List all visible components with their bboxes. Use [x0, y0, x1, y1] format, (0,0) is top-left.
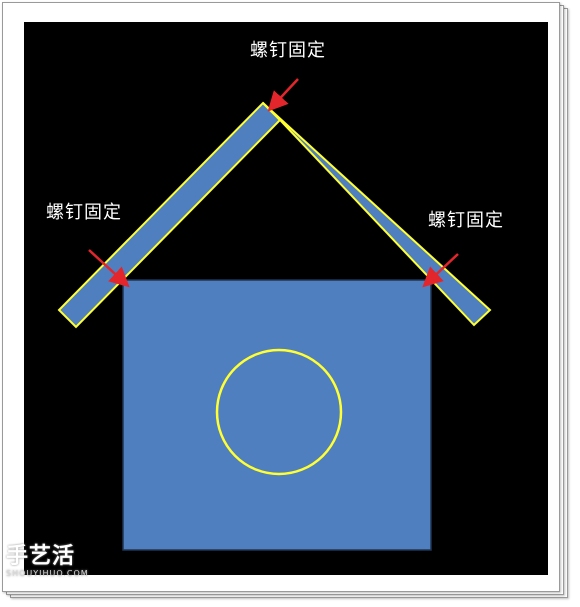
arrow-top — [267, 78, 299, 112]
watermark-url: SHOUYIHUO.COM — [6, 569, 89, 578]
callout-screw-fix-top: 螺钉固定 — [250, 40, 326, 61]
front-board — [122, 279, 432, 551]
diagram-canvas: 螺钉固定 螺钉固定 螺钉固定 — [24, 22, 548, 575]
callout-screw-fix-right: 螺钉固定 — [428, 210, 504, 231]
site-watermark: 手艺活 SHOUYIHUO.COM — [6, 544, 89, 579]
arrow-right — [422, 253, 459, 288]
callout-screw-fix-left: 螺钉固定 — [46, 202, 122, 223]
arrow-left — [88, 249, 130, 288]
birdhouse-diagram — [57, 78, 492, 551]
entrance-hole — [215, 348, 343, 476]
watermark-logo-text: 手艺活 — [6, 544, 76, 569]
